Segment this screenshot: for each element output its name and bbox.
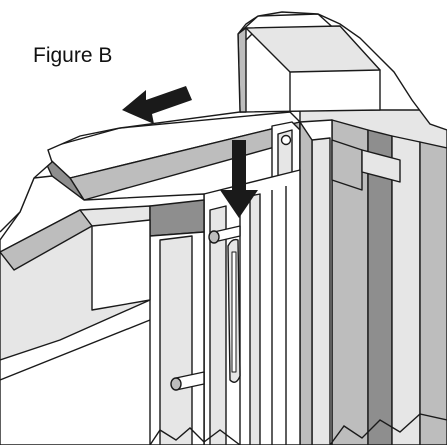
- down-direction-arrow: [220, 140, 258, 218]
- latch-pin-lower: [170, 371, 205, 391]
- left-direction-arrow: [122, 86, 192, 124]
- figure-label: Figure B: [33, 44, 113, 67]
- cutaway-edge: [19, 11, 447, 213]
- bracket-hole-upper: [280, 134, 292, 146]
- latch-pin-upper: [208, 225, 241, 244]
